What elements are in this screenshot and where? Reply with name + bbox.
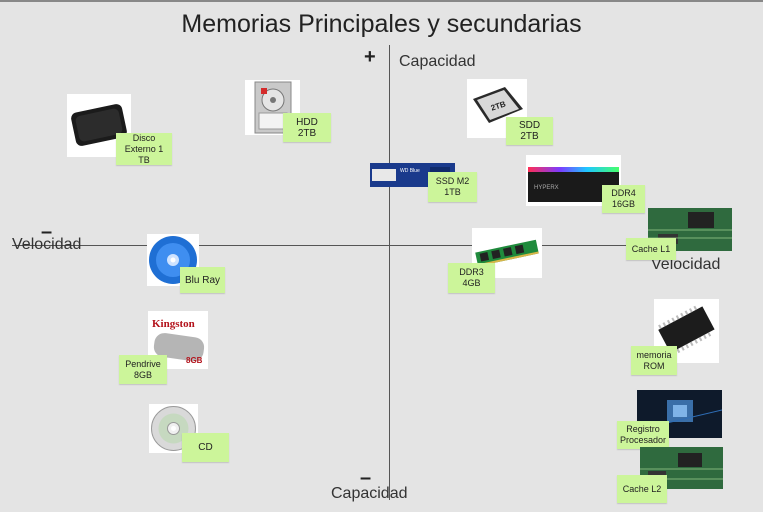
note-cache-l2: Cache L2	[617, 475, 667, 503]
note-registro: Registro Procesador	[617, 421, 669, 449]
note-text: DDR4	[611, 188, 636, 198]
page-title: Memorias Principales y secundarias	[181, 10, 582, 38]
y-plus-sign: +	[364, 46, 376, 68]
note-pendrive: Pendrive 8GB	[119, 355, 167, 384]
note-hdd: HDD 2TB	[283, 113, 331, 142]
hyperx-text: HYPERX	[534, 185, 559, 191]
hdd-image	[245, 80, 300, 135]
x-left-label: Velocidad	[12, 236, 82, 253]
note-text: Pendrive	[125, 358, 161, 369]
note-text: Disco Externo 1 TB	[124, 132, 164, 165]
note-text: Cache L1	[631, 243, 671, 254]
note-blu-ray: Blu Ray	[180, 267, 225, 293]
note-text: HDD 2TB	[296, 116, 318, 139]
note-text: DDR3	[459, 267, 484, 277]
note-text: memoria	[636, 349, 672, 360]
note-disco-externo: Disco Externo 1 TB	[116, 133, 172, 165]
note-ddr3: DDR3 4GB	[448, 263, 495, 293]
note-text: 1TB	[444, 187, 461, 197]
note-cd: CD	[182, 433, 229, 462]
x-right-label: Velocidad	[651, 256, 721, 273]
cache-l2-image	[640, 447, 723, 489]
kingston-size-text: 8GB	[186, 356, 203, 365]
top-border	[0, 0, 763, 2]
y-axis-line	[389, 45, 390, 500]
kingston-text: Kingston	[152, 318, 195, 330]
note-ssd-m2: SSD M2 1TB	[428, 172, 477, 202]
note-text: 4GB	[462, 278, 481, 288]
sdd-image: 2TB	[467, 79, 527, 138]
y-minus-sign: –	[360, 467, 372, 489]
note-rom: memoria ROM	[631, 346, 677, 375]
note-cache-l1: Cache L1	[626, 238, 676, 260]
note-text: Procesador	[619, 435, 667, 445]
note-text: Registro	[626, 424, 660, 434]
y-bottom-label: Capacidad	[331, 485, 408, 502]
x-axis-line	[12, 245, 657, 246]
y-top-label: Capacidad	[399, 53, 476, 70]
note-text: Blu Ray	[184, 274, 220, 286]
note-ddr4: DDR4 16GB	[602, 185, 645, 213]
note-text: SSD M2	[435, 176, 470, 186]
x-minus-sign: –	[41, 221, 53, 243]
note-text: Cache L2	[622, 483, 662, 494]
note-sdd: SDD 2TB	[506, 117, 553, 145]
ssd-brand-text: WD Blue	[400, 168, 420, 174]
note-text: ROM	[643, 360, 665, 371]
note-text: 8GB	[133, 369, 152, 380]
note-text: 16GB	[611, 199, 635, 209]
note-text: CD	[198, 442, 213, 453]
note-text: SDD 2TB	[518, 120, 541, 142]
